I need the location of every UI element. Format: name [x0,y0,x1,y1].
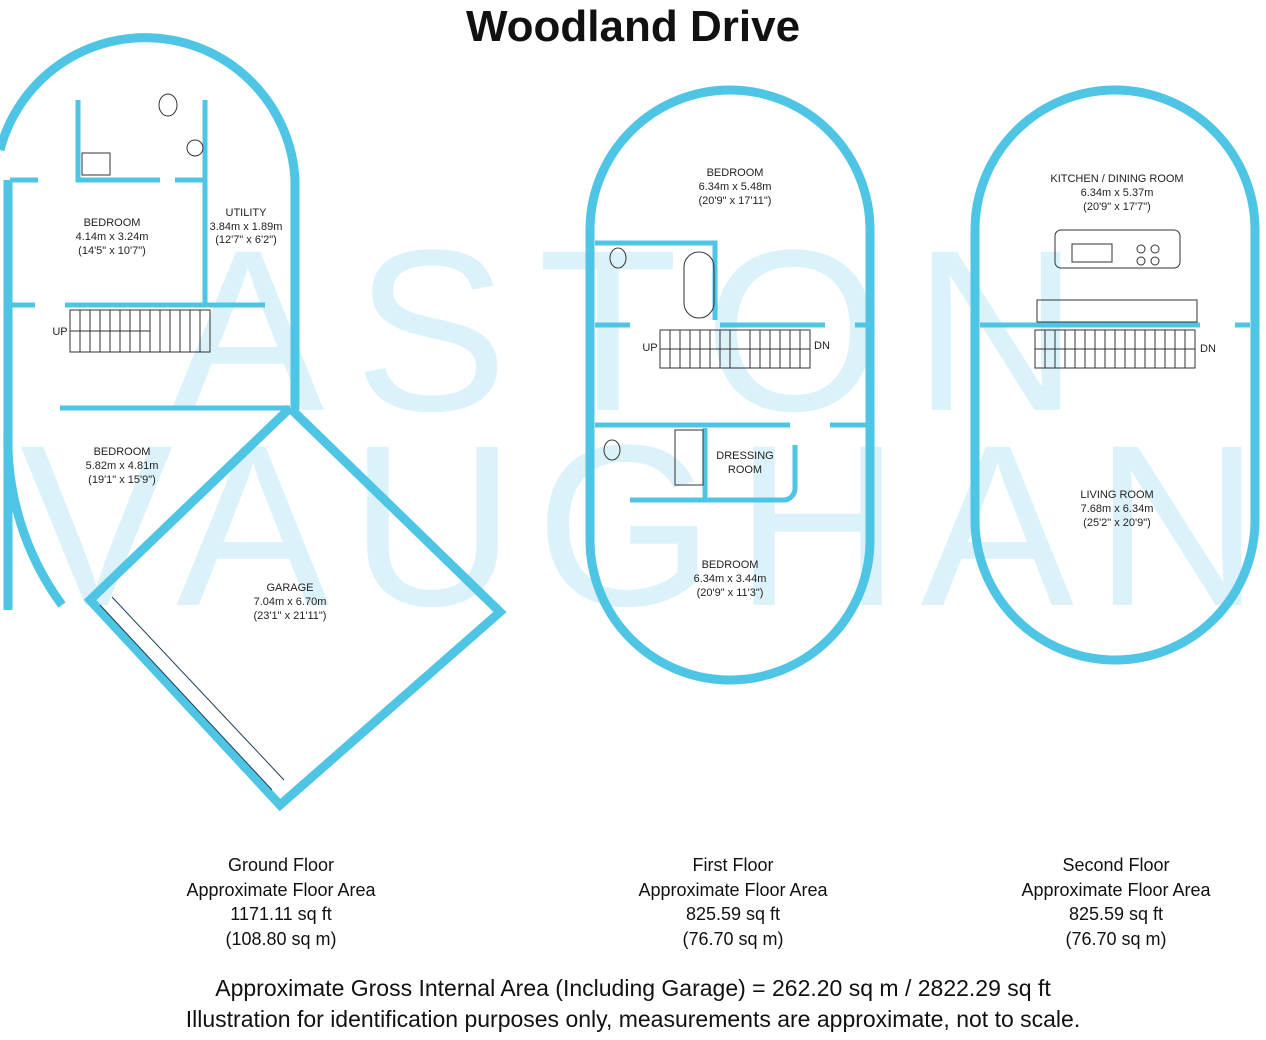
garage-name: GARAGE [266,582,313,594]
first-bedroom-top-size: 6.34m x 5.48m [699,181,772,193]
second-floor-sqm: (76.70 sq m) [1065,928,1167,949]
living-room-size: 7.68m x 6.34m [1081,503,1154,515]
disclaimer-note: Illustration for identification purposes… [185,1006,1081,1032]
ground-floor-sqft: 1171.11 sq ft [230,904,332,924]
first-stair-up-label: UP [642,342,657,354]
second-stairs [1034,329,1196,369]
kitchen-name: KITCHEN / DINING ROOM [1050,173,1183,185]
kitchen-counter-icon [1036,299,1198,323]
garage-walls [83,404,507,812]
garage-imperial: (23'1" x 21'11") [254,610,327,622]
ground-bedroom-b-name: BEDROOM [94,446,151,458]
plan-title: Woodland Drive [465,2,801,51]
ground-bedroom-b-imperial: (19'1" x 15'9") [88,474,156,486]
second-floor-area: Second Floor Approximate Floor Area 825.… [966,853,1266,951]
shower-tray-icon [81,152,111,176]
first-floor-name: First Floor [692,855,774,875]
basin-icon [186,139,204,157]
dressing-room-name: DRESSING [716,450,773,462]
first-bedroom-top-name: BEDROOM [707,167,764,179]
kitchen-size: 6.34m x 5.37m [1081,187,1154,199]
ground-outer-arch-wall [0,33,300,410]
first-floor-area-label: Approximate Floor Area [638,879,828,900]
first-outer-wall [585,85,875,685]
ground-floor-area: Ground Floor Approximate Floor Area 1171… [131,853,431,951]
ground-floor-plan [0,33,507,812]
first-floor-sqft: 825.59 sq ft [685,904,781,924]
garage-door-line-2 [111,596,285,781]
dressing-room-wall [702,428,798,503]
ground-bedroom-a-imperial: (14'5" x 10'7") [78,245,146,257]
garage-size: 7.04m x 6.70m [254,596,327,608]
utility-name: UTILITY [226,207,268,219]
gross-area-note: Approximate Gross Internal Area (Includi… [215,975,1051,1001]
first-stair-down-label: DN [814,340,830,352]
first-floor-plan [585,85,875,685]
ground-bedroom-a-size: 4.14m x 3.24m [76,231,149,243]
second-floor-name: Second Floor [1062,855,1170,875]
ground-floor-name: Ground Floor [227,855,335,875]
ground-lower-curve-wall [3,429,66,608]
dressing-room-name-2: ROOM [728,464,762,476]
first-floor-area: First Floor Approximate Floor Area 825.5… [583,853,883,951]
utility-imperial: (12'7" x 6'2") [215,234,277,246]
first-bedroom-bottom-name: BEDROOM [702,559,759,571]
second-floor-plan [970,85,1260,665]
kitchen-imperial: (20'9" x 17'7") [1083,201,1151,213]
watermark-line-2: VAUGHAN [20,397,1266,654]
toilet-icon [158,93,178,117]
ground-stairs [69,309,211,353]
second-floor-area-label: Approximate Floor Area [1021,879,1211,900]
first-stairs [659,329,811,369]
second-outer-wall [970,85,1260,665]
living-room-imperial: (25'2" x 20'9") [1083,517,1151,529]
first-shower-icon [674,429,704,486]
ground-bedroom-a-name: BEDROOM [84,217,141,229]
kitchen-island-icon [1054,229,1181,269]
first-floor-sqm: (76.70 sq m) [682,928,784,949]
sink-icon [1071,243,1113,263]
hob-icon [1136,244,1160,266]
ground-stair-label: UP [52,326,67,338]
first-bedroom-top-imperial: (20'9" x 17'11") [699,195,772,207]
floor-plan-drawing: ASTON VAUGHAN UP BEDROOM 4.14m x 3.24m (… [0,33,1266,812]
bathtub-icon [683,251,715,319]
ground-bathroom-wall [75,100,160,183]
first-toilet-2-icon [603,439,621,461]
first-bedroom-bottom-imperial: (20'9" x 11'3") [697,587,764,599]
ground-floor-area-label: Approximate Floor Area [186,879,376,900]
living-room-name: LIVING ROOM [1080,489,1153,501]
second-stair-down-label: DN [1200,343,1216,355]
ground-bedroom-b-size: 5.82m x 4.81m [86,460,159,472]
second-floor-sqft: 825.59 sq ft [1068,904,1164,924]
garage-door-line [99,604,273,791]
ground-floor-sqm: (108.80 sq m) [225,928,337,949]
first-toilet-icon [609,247,627,269]
first-bedroom-bottom-size: 6.34m x 3.44m [694,573,767,585]
utility-size: 3.84m x 1.89m [210,221,283,233]
first-ensuite-wall [595,240,718,320]
